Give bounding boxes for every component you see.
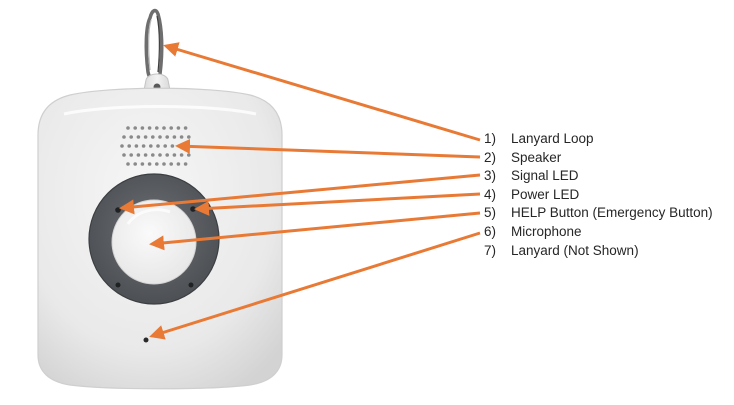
arrow-power-led	[194, 192, 481, 216]
speaker-hole	[136, 135, 141, 139]
legend-label-speaker: Speaker	[511, 149, 562, 165]
speaker-hole	[147, 126, 152, 130]
signal-led	[115, 207, 121, 213]
speaker-hole	[176, 162, 181, 166]
legend-item: 5)HELP Button (Emergency Button)	[484, 204, 713, 223]
callout-arrows	[119, 42, 481, 340]
speaker-hole	[162, 162, 166, 166]
speaker-hole	[141, 144, 146, 148]
speaker-hole	[170, 144, 175, 148]
speaker-hole	[134, 144, 139, 148]
legend-label-power-led: Power LED	[511, 186, 580, 202]
speaker-hole	[179, 153, 184, 157]
arrow-help-button	[149, 211, 481, 251]
speaker-hole	[140, 126, 145, 130]
power-led	[190, 206, 196, 212]
speaker-hole	[140, 162, 145, 166]
speaker-hole	[165, 135, 169, 139]
speaker-hole	[133, 162, 137, 166]
speaker-hole	[162, 126, 166, 130]
speaker-hole	[176, 126, 181, 130]
speaker-hole	[183, 162, 188, 166]
speaker-hole	[187, 153, 191, 157]
ring-screw	[115, 282, 194, 288]
lanyard-loop	[144, 8, 164, 83]
speaker-hole	[151, 153, 155, 157]
speaker-hole	[172, 153, 177, 157]
speaker-hole	[129, 153, 133, 157]
callout-legend: 1)Lanyard Loop 2)Speaker 3)Signal LED 4)…	[484, 130, 713, 260]
speaker-hole	[126, 162, 130, 166]
speaker-hole	[156, 144, 160, 148]
legend-item: 7)Lanyard (Not Shown)	[484, 242, 713, 261]
speaker-hole	[149, 144, 153, 148]
legend-item: 1)Lanyard Loop	[484, 130, 713, 149]
speaker-grille	[120, 126, 191, 166]
speaker-hole	[147, 162, 152, 166]
speaker-hole	[155, 126, 159, 130]
legend-label-signal-led: Signal LED	[511, 168, 579, 184]
speaker-hole	[187, 135, 191, 139]
speaker-hole	[126, 126, 130, 130]
speaker-hole	[169, 126, 173, 130]
microphone-hole	[143, 337, 149, 343]
speaker-hole	[129, 135, 133, 139]
arrow-microphone	[149, 231, 481, 340]
speaker-hole	[183, 126, 188, 130]
arrow-lanyard-loop	[163, 42, 481, 142]
legend-label-lanyard: Lanyard (Not Shown)	[511, 242, 639, 258]
speaker-hole	[120, 144, 124, 148]
arrow-speaker	[175, 138, 481, 159]
speaker-hole	[165, 153, 169, 157]
speaker-hole	[169, 162, 173, 166]
legend-item: 3)Signal LED	[484, 167, 713, 186]
legend-item: 6)Microphone	[484, 223, 713, 242]
speaker-hole	[136, 153, 141, 157]
speaker-hole	[172, 135, 177, 139]
speaker-hole	[163, 144, 167, 148]
speaker-hole	[151, 135, 155, 139]
speaker-hole	[143, 135, 148, 139]
speaker-hole	[122, 153, 126, 157]
speaker-hole	[143, 153, 148, 157]
legend-label-help-button: HELP Button (Emergency Button)	[511, 205, 713, 221]
speaker-hole	[158, 135, 162, 139]
legend-item: 2)Speaker	[484, 149, 713, 168]
speaker-hole	[122, 135, 126, 139]
speaker-hole	[155, 162, 159, 166]
legend-label-lanyard-loop: Lanyard Loop	[511, 131, 594, 146]
speaker-hole	[127, 144, 131, 148]
legend-label-microphone: Microphone	[511, 223, 582, 239]
arrow-signal-led	[119, 173, 481, 215]
legend-item: 4)Power LED	[484, 186, 713, 205]
speaker-hole	[158, 153, 162, 157]
speaker-hole	[133, 126, 137, 130]
speaker-hole	[179, 135, 184, 139]
